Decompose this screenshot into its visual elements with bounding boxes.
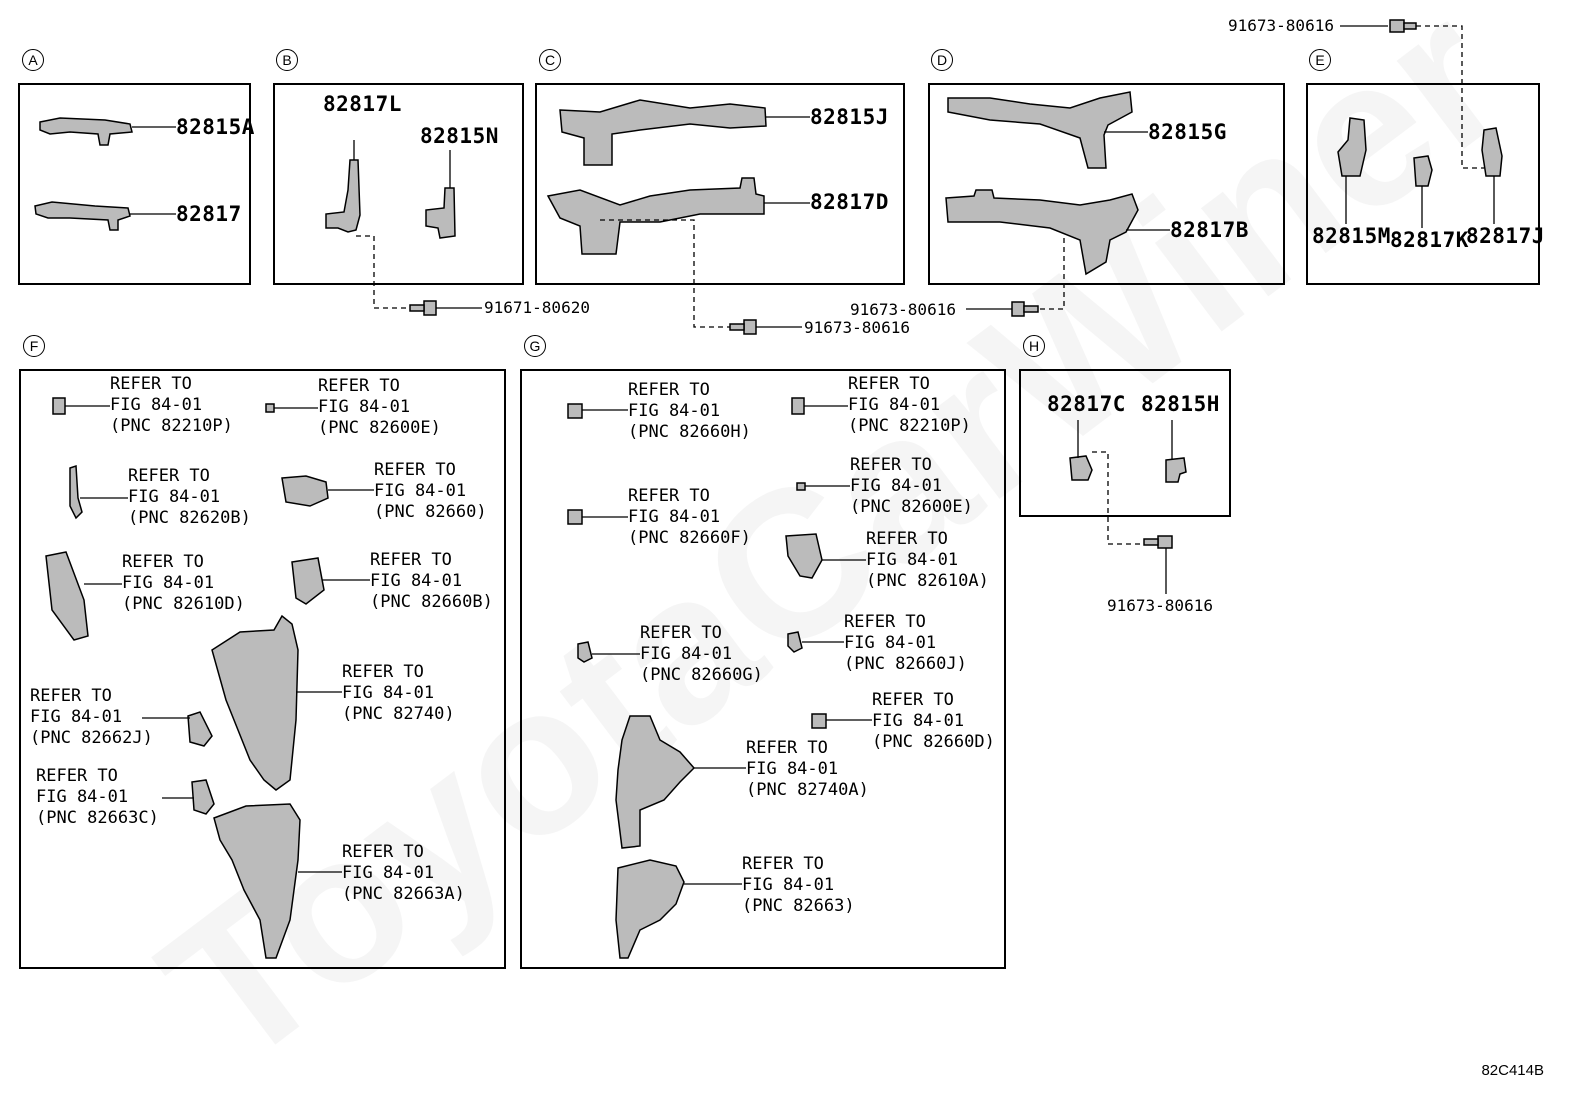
- f-part-82663a: [213, 803, 301, 959]
- f-part-82662j: [187, 711, 213, 747]
- section-g-box: [520, 369, 1006, 969]
- bolt-icon-d: [1011, 301, 1039, 317]
- bolt-label-top-right: 91673-80616: [1228, 16, 1334, 35]
- g-part-82600e: [796, 482, 806, 491]
- section-b-label: B: [276, 49, 298, 71]
- section-b-box: [273, 83, 524, 285]
- part-label-82817b: 82817B: [1170, 218, 1249, 242]
- g-part-82210p: [791, 397, 805, 415]
- f-part-82740: [211, 614, 299, 791]
- part-82815m-shape: [1337, 117, 1367, 177]
- g-part-82663: [615, 859, 685, 959]
- part-82817l-shape: [325, 159, 361, 233]
- section-a-label: A: [22, 49, 44, 71]
- f-part-82660: [281, 475, 329, 507]
- part-label-82817c: 82817C: [1047, 392, 1126, 416]
- section-f-label: F: [23, 335, 45, 357]
- section-f-box: [19, 369, 506, 969]
- section-d-label: D: [931, 49, 953, 71]
- g-part-82740a: [615, 715, 696, 849]
- f-part-82660b: [291, 557, 325, 605]
- bolt-label-h: 91673-80616: [1107, 596, 1213, 615]
- f-part-82210p: [52, 397, 66, 415]
- part-82815g-shape: [947, 91, 1133, 169]
- bolt-label-b: 91671-80620: [484, 298, 590, 317]
- f-part-82610d: [45, 551, 89, 641]
- g-part-82660h: [567, 403, 583, 419]
- diagram-code: 82C414B: [1481, 1062, 1544, 1079]
- section-e-box: [1306, 83, 1540, 285]
- part-82817d-shape: [546, 177, 765, 255]
- bolt-icon-c: [729, 319, 757, 335]
- section-a-box: [18, 83, 251, 285]
- part-label-82817j: 82817J: [1466, 224, 1545, 248]
- part-label-82817d: 82817D: [810, 190, 889, 214]
- part-label-82815g: 82815G: [1148, 120, 1227, 144]
- section-h-box: [1019, 369, 1231, 517]
- g-part-82610a: [785, 533, 823, 579]
- bolt-icon-b: [409, 300, 437, 316]
- part-label-82815j: 82815J: [810, 105, 889, 129]
- f-part-82600e: [265, 403, 275, 413]
- part-label-82815n: 82815N: [420, 124, 499, 148]
- g-part-82660g: [577, 641, 593, 663]
- section-e-label: E: [1309, 49, 1331, 71]
- part-82817k-shape: [1413, 155, 1433, 187]
- part-82817j-shape: [1481, 127, 1503, 177]
- part-82817-shape: [34, 201, 131, 231]
- bolt-label-c: 91673-80616: [804, 318, 910, 337]
- part-82815j-shape: [559, 99, 767, 166]
- part-82815h-shape: [1165, 457, 1187, 483]
- section-h-label: H: [1023, 335, 1045, 357]
- section-g-label: G: [524, 335, 546, 357]
- part-label-82815a: 82815A: [176, 115, 255, 139]
- g-part-82660j: [787, 631, 803, 653]
- section-d-box: [928, 83, 1285, 285]
- g-part-82660f: [567, 509, 583, 525]
- part-label-82817l: 82817L: [323, 92, 402, 116]
- f-part-82663c: [191, 779, 215, 815]
- part-label-82815h: 82815H: [1141, 392, 1220, 416]
- g-part-82660d: [811, 713, 827, 729]
- f-part-82620b: [69, 464, 83, 520]
- part-82817b-shape: [945, 189, 1139, 276]
- section-c-box: [535, 83, 905, 285]
- part-label-82815m: 82815M: [1312, 224, 1391, 248]
- bolt-icon-top-right: [1389, 19, 1417, 33]
- part-label-82817: 82817: [176, 202, 242, 226]
- bolt-icon-h: [1143, 535, 1173, 549]
- part-82815n-shape: [425, 187, 456, 239]
- part-label-82817k: 82817K: [1390, 228, 1469, 252]
- section-c-label: C: [539, 49, 561, 71]
- part-82817c-shape: [1069, 455, 1093, 481]
- part-82815a-shape: [39, 117, 133, 146]
- bolt-label-d: 91673-80616: [850, 300, 956, 319]
